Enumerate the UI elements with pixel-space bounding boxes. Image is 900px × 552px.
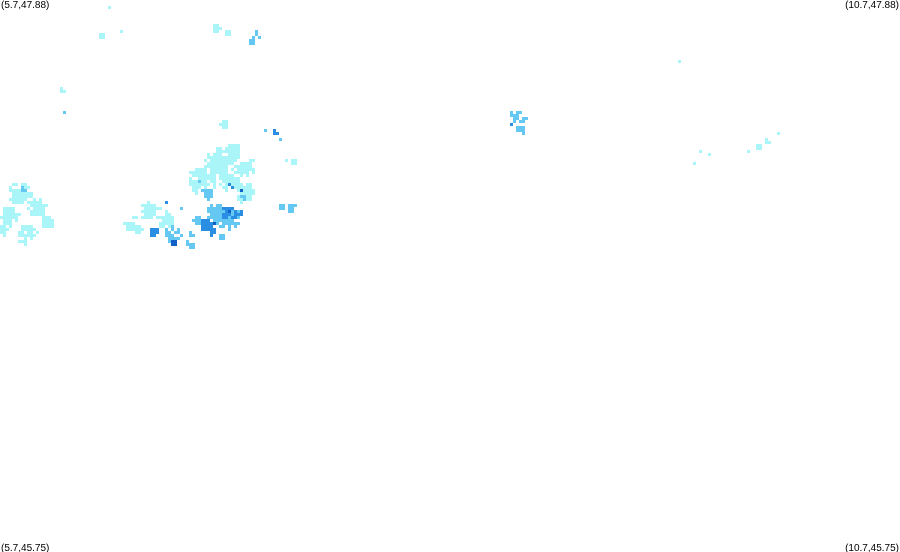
precip-cell xyxy=(201,219,213,231)
precip-cell xyxy=(291,159,297,165)
precip-cell xyxy=(63,111,66,114)
precip-cell xyxy=(765,138,771,144)
precip-cell xyxy=(0,225,9,237)
precip-cell xyxy=(165,201,168,204)
precip-cell xyxy=(225,144,240,165)
precip-cell xyxy=(192,216,201,225)
precip-light-group xyxy=(0,6,780,246)
precip-cell xyxy=(123,222,135,231)
precip-cell xyxy=(510,111,522,123)
precip-cell xyxy=(219,120,228,129)
precip-cell xyxy=(747,150,750,153)
precip-cell xyxy=(108,6,111,9)
precip-cell xyxy=(693,162,696,165)
corner-label-northwest: (5.7,47.88) xyxy=(1,0,50,11)
precip-cell xyxy=(201,189,213,201)
precip-cell xyxy=(120,30,123,33)
precip-cell xyxy=(210,228,216,237)
precip-cell xyxy=(228,210,231,213)
precip-cell xyxy=(27,198,48,216)
precip-cell xyxy=(225,30,231,36)
precip-cell xyxy=(165,225,183,243)
precip-cell xyxy=(510,123,513,126)
precip-cell xyxy=(189,231,195,237)
precip-cell xyxy=(240,195,246,201)
precip-cell xyxy=(141,201,162,219)
precip-cell xyxy=(252,30,261,39)
precip-cell xyxy=(198,180,201,183)
precip-cell xyxy=(213,222,216,225)
precip-cell xyxy=(273,129,279,135)
precip-cell xyxy=(699,150,702,153)
precip-cell xyxy=(132,225,144,234)
precip-cell xyxy=(228,183,234,189)
precip-strong-group xyxy=(150,123,513,237)
corner-label-northeast: (10.7,47.88) xyxy=(845,0,899,11)
precip-cell xyxy=(516,126,525,135)
precip-cell xyxy=(756,144,762,150)
precip-cell xyxy=(219,234,225,240)
precip-cell xyxy=(279,204,285,210)
precip-cell xyxy=(249,39,255,45)
precip-medium-group xyxy=(21,30,528,249)
precip-cell xyxy=(279,138,282,141)
precip-cell xyxy=(150,228,159,237)
precip-cell xyxy=(180,207,183,210)
precip-cell xyxy=(678,60,681,63)
precip-cell xyxy=(99,33,105,39)
precip-cell xyxy=(522,117,528,123)
precip-cell xyxy=(60,87,66,93)
precip-cell xyxy=(777,132,780,135)
precip-cell xyxy=(264,129,267,132)
corner-label-southwest: (5.7,45.75) xyxy=(1,543,50,552)
precip-cell xyxy=(186,240,195,249)
precip-cell xyxy=(21,186,27,192)
precip-cell xyxy=(42,216,54,228)
precip-cell xyxy=(18,225,39,246)
precip-cell xyxy=(132,216,138,219)
precip-cell xyxy=(288,204,297,213)
corner-label-southeast: (10.7,45.75) xyxy=(845,543,899,552)
precip-cell xyxy=(240,189,243,192)
precip-cell xyxy=(234,210,243,219)
precip-cell xyxy=(213,24,222,33)
precip-cell xyxy=(171,240,177,246)
precip-cell xyxy=(219,165,246,192)
precip-cell xyxy=(240,159,255,177)
precip-cell xyxy=(0,207,21,228)
precip-cell xyxy=(285,159,288,162)
precip-cell xyxy=(708,153,711,156)
precip-heavy-group xyxy=(171,189,243,246)
